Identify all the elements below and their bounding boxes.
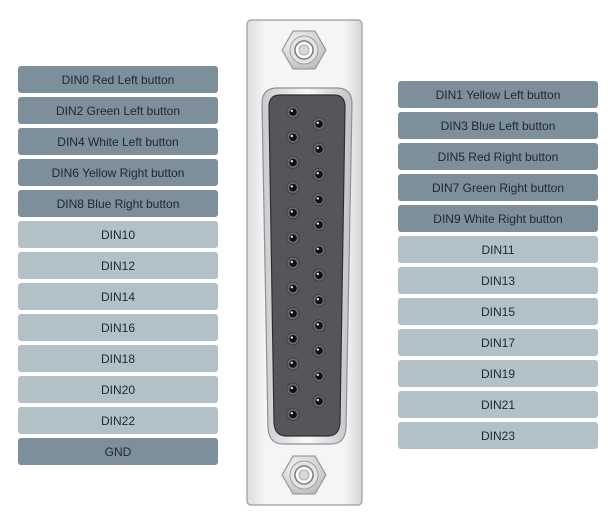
pin [289,360,297,368]
pin [315,145,323,153]
left-pin-label: DIN20 [18,376,218,403]
pin-highlight [316,247,319,250]
right-pin-label: DIN13 [398,267,598,294]
pin-highlight [290,109,293,113]
right-pin-label: DIN15 [398,298,598,325]
pin [315,271,323,279]
pin [289,183,297,192]
pin [289,108,297,116]
pin [289,209,297,217]
pin-highlight [290,134,293,138]
pin-highlight [290,160,293,163]
pin-highlight [290,361,293,364]
pin [289,410,297,419]
pin [289,309,297,318]
left-pin-label: DIN10 [18,221,218,248]
pin-highlight [316,121,319,125]
pin-highlight [316,272,319,276]
pin [289,158,297,167]
left-pin-label: DIN2 Green Left button [18,97,218,124]
right-pin-label: DIN21 [398,391,598,418]
pin [315,372,323,380]
pin-highlight [290,210,293,213]
pin [315,120,323,128]
pin [289,284,297,293]
right-pin-label: DIN19 [398,360,598,387]
left-pin-label: DIN12 [18,252,218,279]
right-pin-label: DIN5 Red Right button [398,143,598,170]
right-pin-label: DIN11 [398,236,598,263]
pin-highlight [290,286,293,289]
d-sub-insert [268,94,346,437]
pin-highlight [316,222,319,225]
right-pin-label: DIN3 Blue Left button [398,112,598,139]
pin-highlight [290,311,293,314]
pin-array [286,105,326,421]
pin-highlight [316,373,319,376]
pin [315,170,323,179]
pin-highlight [316,398,319,402]
pin-highlight [316,323,319,326]
pin-highlight [290,336,293,339]
right-pin-label: DIN1 Yellow Left button [398,81,598,108]
left-pin-label: DIN14 [18,283,218,310]
left-pin-label: DIN16 [18,314,218,341]
pin-highlight [316,348,319,351]
pin [315,246,323,254]
pin-highlight [290,386,293,390]
bottom-hex-nut [281,455,327,495]
pin-highlight [316,197,319,200]
pin-highlight [290,412,293,415]
pin [289,385,297,394]
left-pin-label: DIN22 [18,407,218,434]
pin [315,221,323,229]
pin [315,397,323,406]
pin-highlight [290,185,293,188]
left-pin-label: DIN8 Blue Right button [18,190,218,217]
right-pin-label: DIN17 [398,329,598,356]
pin [315,195,323,204]
pin [289,234,297,242]
left-pin-label: DIN0 Red Left button [18,66,218,93]
pin [289,259,297,267]
left-pin-label: DIN4 White Left button [18,128,218,155]
pin [315,321,323,330]
top-hex-nut [281,30,327,70]
pin [315,347,323,355]
pin [315,296,323,305]
right-pin-label: DIN23 [398,422,598,449]
right-pin-label: DIN9 White Right button [398,205,598,232]
left-pin-label: DIN18 [18,345,218,372]
pin-highlight [316,172,319,175]
left-pin-label: GND [18,438,218,465]
pin [289,133,297,141]
pin-highlight [290,260,293,264]
pin-highlight [316,146,319,150]
db25-connector [246,19,363,506]
pin-highlight [290,235,293,238]
pin [289,335,297,343]
pin-highlight [316,298,319,301]
left-pin-label: DIN6 Yellow Right button [18,159,218,186]
right-pin-label: DIN7 Green Right button [398,174,598,201]
